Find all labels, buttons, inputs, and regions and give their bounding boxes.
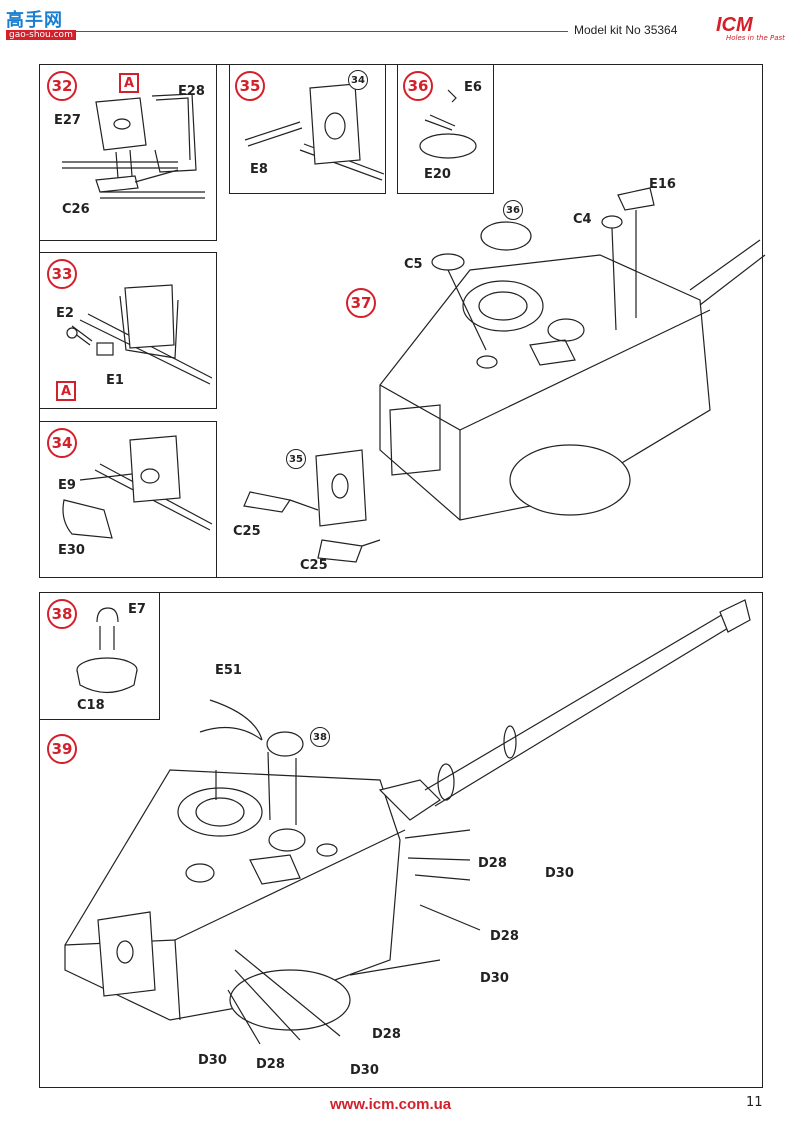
part-label: D28 (478, 856, 507, 871)
step36-drawing (419, 89, 477, 159)
step-37-ref-35: 35 (286, 449, 306, 469)
watermark-title: 高手网 (6, 10, 63, 31)
step-39-ref-38: 38 (310, 727, 330, 747)
step33-drawing (66, 284, 213, 385)
step-35-ref-34: 34 (348, 70, 368, 90)
step-35-number: 35 (235, 71, 265, 101)
step35-drawing (244, 83, 385, 181)
step-32-marker-a: A (119, 73, 139, 93)
step34-drawing (62, 435, 213, 539)
part-label: D28 (490, 929, 519, 944)
brand-name: ICM (716, 14, 753, 36)
part-label: D30 (545, 866, 574, 881)
step32-drawing (62, 93, 205, 199)
part-label: C25 (233, 524, 261, 539)
part-label: E28 (178, 84, 205, 99)
part-label: C4 (573, 212, 592, 227)
part-label: D28 (372, 1027, 401, 1042)
part-label: D30 (198, 1053, 227, 1068)
step38-drawing (76, 607, 138, 694)
step-34-number: 34 (47, 428, 77, 458)
part-label: E20 (424, 167, 451, 182)
page-number: 11 (746, 1095, 763, 1110)
footer-url[interactable]: www.icm.com.ua (330, 1096, 452, 1113)
step37-turret (243, 187, 766, 563)
part-label: E30 (58, 543, 85, 558)
part-label: D30 (350, 1063, 379, 1078)
part-label: C25 (300, 558, 328, 573)
part-label: D30 (480, 971, 509, 986)
step-32-number: 32 (47, 71, 77, 101)
part-label: E8 (250, 162, 268, 177)
brand-tagline: Holes in the Past (726, 34, 785, 42)
part-label: E16 (649, 177, 676, 192)
step-37-number: 37 (346, 288, 376, 318)
part-label: C26 (62, 202, 90, 217)
part-label: C18 (77, 698, 105, 713)
part-label: E51 (215, 663, 242, 678)
header-rule (70, 31, 568, 32)
part-label: C5 (404, 257, 423, 272)
step-37-ref-36: 36 (503, 200, 523, 220)
watermark-logo: 高手网 gao-shou.com (6, 6, 76, 40)
step-33-number: 33 (47, 259, 77, 289)
model-kit-number: Model kit No 35364 (574, 23, 678, 37)
step-36-number: 36 (403, 71, 433, 101)
step39-turret (64, 599, 751, 1045)
step-33-marker-a: A (56, 381, 76, 401)
panel-step-32 (39, 64, 217, 241)
part-label: D28 (256, 1057, 285, 1072)
part-label: E7 (128, 602, 146, 617)
part-label: E1 (106, 373, 124, 388)
part-label: E27 (54, 113, 81, 128)
part-label: E6 (464, 80, 482, 95)
part-label: E2 (56, 306, 74, 321)
step-39-number: 39 (47, 734, 77, 764)
part-label: E9 (58, 478, 76, 493)
watermark-url: gao-shou.com (6, 30, 76, 40)
icm-logo: ICM Holes in the Past (700, 14, 792, 48)
step-38-number: 38 (47, 599, 77, 629)
